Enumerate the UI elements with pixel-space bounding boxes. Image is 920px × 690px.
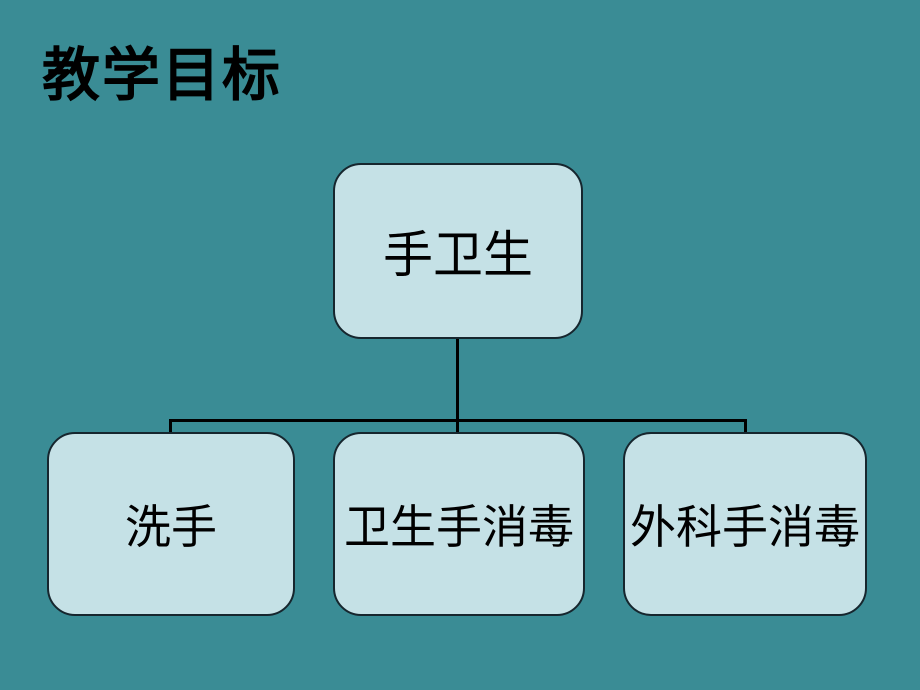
diagram-node-root: 手卫生 xyxy=(333,163,583,339)
page-title: 教学目标 xyxy=(42,43,283,108)
diagram-node-child-3: 外科手消毒 xyxy=(623,432,867,616)
connector-root-vertical xyxy=(456,339,459,432)
diagram-node-child-1-label: 洗手 xyxy=(125,502,217,553)
connector-left-stub xyxy=(169,419,172,433)
connector-horizontal xyxy=(169,419,747,422)
diagram-node-child-3-label: 外科手消毒 xyxy=(630,502,860,553)
diagram-node-child-1: 洗手 xyxy=(47,432,295,616)
diagram-node-child-2: 卫生手消毒 xyxy=(333,432,585,616)
diagram-node-root-label: 手卫生 xyxy=(383,227,533,283)
diagram-node-child-2-label: 卫生手消毒 xyxy=(344,502,574,553)
connector-right-stub xyxy=(744,419,747,433)
